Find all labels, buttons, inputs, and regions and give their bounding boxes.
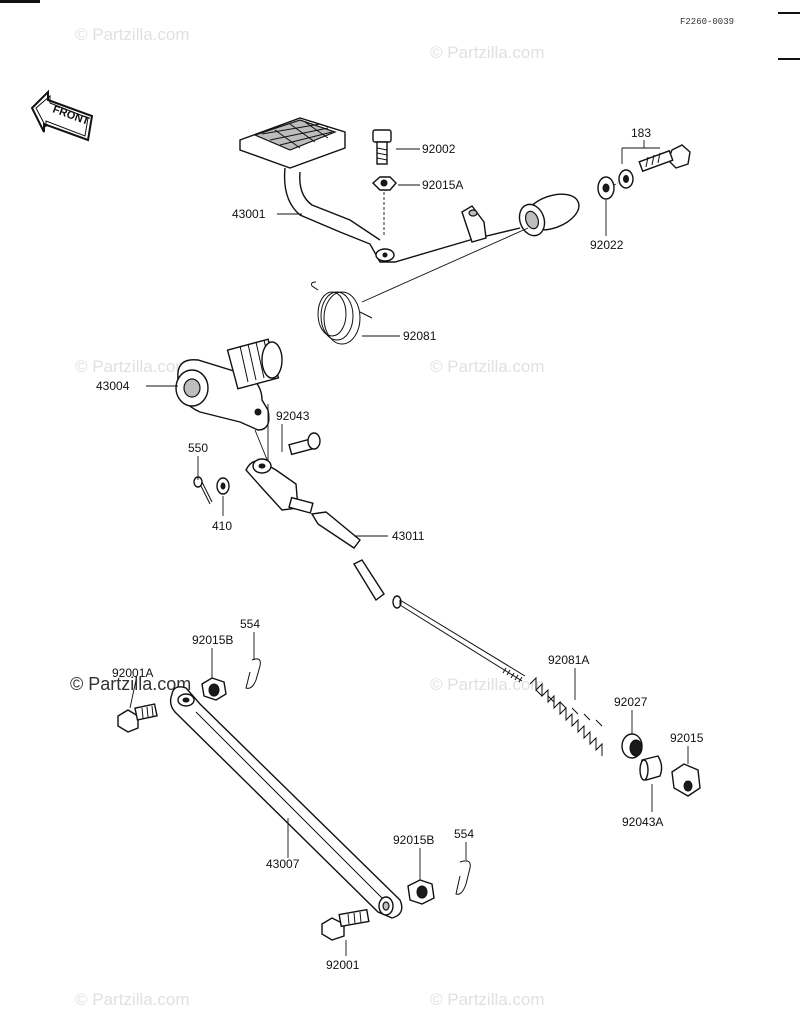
bolt-92001 (321, 908, 370, 941)
part-label: 92015B (192, 633, 233, 647)
collar-92027 (621, 733, 643, 759)
part-label: 43011 (392, 529, 425, 543)
part-label: 43004 (96, 379, 130, 393)
part-label: 554 (240, 617, 260, 631)
part-label: 92001 (326, 958, 360, 972)
part-label: 92043A (622, 815, 663, 829)
bolt-92002 (372, 129, 392, 165)
part-label: 92002 (422, 142, 456, 156)
pin-92043a (639, 755, 663, 781)
clevis (245, 458, 314, 514)
leader-lines (129, 140, 689, 956)
part-label: 92015B (393, 833, 434, 847)
clip-554-bottom (455, 860, 471, 895)
part-label: 92081A (548, 653, 589, 667)
spring-92081 (311, 281, 373, 345)
bolt-183 (638, 144, 691, 173)
part-label: 554 (454, 827, 474, 841)
brake-rod-43011 (310, 511, 526, 683)
part-label: 550 (188, 441, 208, 455)
part-label: 92015 (670, 731, 704, 745)
watermark-dark: © Partzilla.com (70, 674, 191, 694)
part-label: 43001 (232, 207, 266, 221)
watermark: © Partzilla.com (75, 990, 190, 1009)
watermark: © Partzilla.com (75, 25, 190, 44)
edge-mark (778, 58, 800, 60)
brake-pedal (239, 117, 580, 263)
watermark: © Partzilla.com (430, 43, 545, 62)
front-arrow-icon: FRONT (30, 89, 94, 142)
lever-43004 (175, 338, 283, 431)
nut-92015b-top (201, 677, 227, 701)
part-label: 92022 (590, 238, 624, 252)
watermark: © Partzilla.com (430, 357, 545, 376)
drawing-code: F2260-0039 (680, 17, 734, 27)
clip-554-top (245, 658, 261, 689)
watermark: © Partzilla.com (75, 357, 190, 376)
spring-92081a (529, 676, 603, 756)
part-label: 43007 (266, 857, 300, 871)
edge-mark (0, 0, 40, 3)
part-label: 92015A (422, 178, 463, 192)
part-label: 92081 (403, 329, 437, 343)
part-label: 92027 (614, 695, 648, 709)
link-43007 (169, 686, 403, 919)
pin-92043 (288, 432, 321, 456)
watermark: © Partzilla.com (430, 990, 545, 1009)
edge-mark (778, 12, 800, 14)
cotter-pin-550 (193, 476, 213, 505)
nut-92015b-bottom (407, 879, 435, 905)
nut-92015a (371, 176, 397, 191)
part-label: 92043 (276, 409, 310, 423)
part-label: 183 (631, 126, 651, 140)
nut-92015 (671, 763, 701, 797)
watermarks: © Partzilla.com © Partzilla.com © Partzi… (70, 25, 545, 1009)
part-labels: 92002 92015A 183 43001 92022 92081 43004… (96, 126, 704, 972)
watermark: © Partzilla.com (430, 675, 545, 694)
bolt-92001a (117, 703, 158, 733)
part-label: 92001A (112, 666, 153, 680)
part-label: 410 (212, 519, 232, 533)
rod-thread (502, 667, 523, 683)
